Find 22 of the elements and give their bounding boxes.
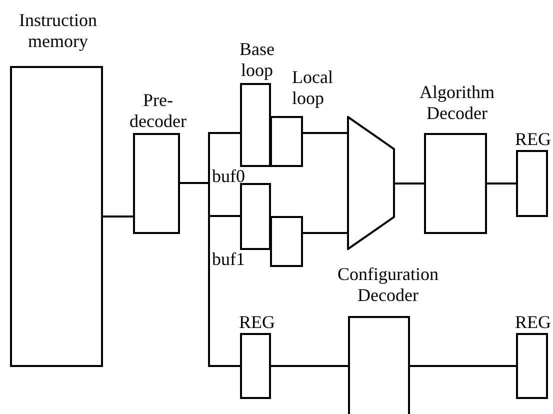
multiplexer bbox=[347, 116, 395, 250]
block-label: Configuration Decoder bbox=[336, 264, 440, 306]
block-label: Algorithm Decoder bbox=[418, 82, 496, 124]
buffer-label: buf0 bbox=[212, 166, 245, 187]
connector-line bbox=[395, 182, 424, 184]
connector-line bbox=[103, 216, 133, 218]
buffer-block bbox=[240, 183, 271, 250]
loop-buffer-block bbox=[270, 216, 303, 267]
block-label: Instruction memory bbox=[18, 10, 98, 52]
block-label: Base loop bbox=[238, 39, 276, 81]
connector-line bbox=[487, 182, 516, 184]
connector-line bbox=[410, 365, 516, 367]
block-label: Local loop bbox=[292, 67, 334, 109]
block-label: REG bbox=[514, 312, 552, 333]
connector-line bbox=[303, 132, 347, 134]
buffer-label: buf1 bbox=[212, 249, 245, 270]
connector-line bbox=[271, 365, 348, 367]
connector-line bbox=[303, 232, 347, 234]
block-label: Pre- decoder bbox=[128, 90, 188, 132]
block-label: REG bbox=[514, 129, 552, 150]
block-label: REG bbox=[238, 312, 276, 333]
connector-line bbox=[180, 182, 240, 367]
